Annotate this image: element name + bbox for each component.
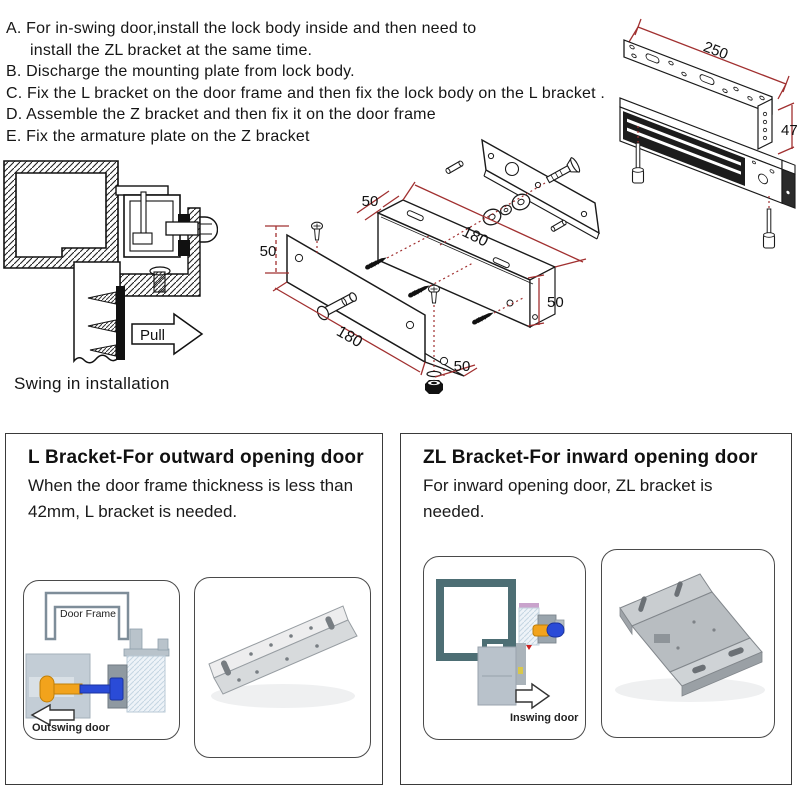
instruction-line-c: C. Fix the L bracket on the door frame a… — [6, 84, 606, 102]
l-bracket-panel: L Bracket-For outward opening door When … — [5, 433, 383, 785]
instruction-line-e: E. Fix the armature plate on the Z brack… — [6, 127, 310, 145]
sex-bolt — [532, 622, 565, 638]
dim-left-50: 50 — [260, 243, 277, 260]
label-mark — [654, 634, 670, 643]
outswing-illustration: Door Frame Outswing door — [23, 580, 180, 740]
middle-plate-holes — [676, 620, 716, 650]
dim-bottom-180: 180 — [333, 323, 365, 351]
red-marker — [526, 645, 532, 650]
maglock-dimension-drawing: 250 — [619, 18, 798, 249]
gasket-strip — [519, 603, 539, 608]
washers — [482, 193, 531, 226]
nut-and-washer — [425, 370, 443, 394]
dim-top-50: 50 — [362, 193, 379, 210]
door-frame-section — [3, 160, 119, 269]
armature-strip — [116, 286, 125, 360]
instruction-line-a2: install the ZL bracket at the same time. — [30, 41, 313, 59]
black-screw-3 — [470, 309, 496, 327]
swing-caption: Swing in installation — [14, 374, 170, 393]
pull-arrow — [131, 312, 204, 356]
mounting-plate — [623, 39, 773, 115]
door-frame-channel — [44, 591, 130, 641]
shadow — [211, 684, 355, 708]
zl-bracket-image — [615, 573, 765, 702]
upper-z-bracket-half — [376, 199, 557, 329]
magnet-block — [126, 655, 166, 713]
zl-bracket-body-2: needed. — [423, 502, 485, 521]
instruction-line-d: D. Assemble the Z bracket and then fix i… — [6, 106, 436, 123]
yellow-detail — [518, 667, 523, 674]
outswing-caption: Outswing door — [32, 722, 110, 734]
flange-slots — [692, 647, 744, 674]
door-frame-label: Door Frame — [60, 608, 116, 620]
l-bracket-image — [208, 605, 358, 708]
pull-label: Pull — [140, 327, 165, 344]
machine-screw-2 — [427, 284, 441, 304]
dim-47-lines — [777, 102, 795, 155]
bracket-flange — [213, 619, 358, 695]
armature-plate — [481, 138, 600, 240]
door-screws — [87, 291, 117, 357]
l-bracket-title: L Bracket-For outward opening door — [28, 447, 364, 468]
zl-bracket-panel: ZL Bracket-For inward opening door For i… — [400, 433, 792, 785]
inswing-diagram — [436, 579, 565, 710]
through-bolt — [165, 216, 218, 243]
zl-bracket-photo — [601, 549, 775, 738]
dim-250-lines — [628, 18, 790, 100]
instruction-line-b: B. Discharge the mounting plate from loc… — [6, 63, 355, 80]
lock-body — [619, 97, 796, 209]
black-screw-2 — [406, 282, 432, 300]
bottom-flange-edge — [681, 651, 763, 697]
sex-bolt — [39, 675, 124, 703]
door-section — [73, 261, 125, 364]
right-bolt — [762, 196, 776, 249]
dim-47-label: 47 — [781, 122, 798, 139]
machine-screw-1 — [310, 221, 324, 241]
countersunk-screw — [545, 156, 581, 184]
bracket-arm — [516, 643, 526, 685]
instruction-line-a: A. For in-swing door,install the lock bo… — [6, 20, 477, 37]
dimension-lines — [265, 181, 587, 378]
instruction-list: A. For in-swing door,install the lock bo… — [6, 18, 646, 147]
outswing-diagram: Door Frame — [25, 591, 170, 727]
l-bracket-body-2: 42mm, L bracket is needed. — [28, 502, 238, 521]
dim-right-50: 50 — [547, 294, 564, 311]
left-bolt — [631, 126, 645, 184]
l-bracket-photo — [194, 577, 371, 758]
dim-250-label: 250 — [701, 38, 730, 63]
dim-bottom-50: 50 — [454, 358, 471, 375]
inswing-arrow — [515, 682, 551, 710]
top-wing-slots — [638, 581, 683, 612]
l-bracket-body-1: When the door frame thickness is less th… — [28, 476, 354, 495]
swing-in-section-diagram: Pull — [3, 160, 218, 364]
inswing-illustration: Inswing door — [423, 556, 586, 740]
arm-screw — [149, 266, 171, 293]
outswing-arrow — [30, 703, 75, 727]
guide-pin — [316, 292, 358, 321]
inswing-caption: Inswing door — [510, 712, 579, 724]
plate-right-flange — [757, 98, 773, 150]
zl-bracket-body-1: For inward opening door, ZL bracket is — [423, 476, 713, 495]
zl-bracket-exploded-view: 50 50 180 50 180 50 — [260, 138, 600, 394]
roll-pins — [445, 160, 567, 232]
top-wing-edge — [619, 606, 633, 636]
bracket-holes — [220, 616, 335, 682]
zl-bracket-title: ZL Bracket-For inward opening door — [423, 447, 758, 468]
